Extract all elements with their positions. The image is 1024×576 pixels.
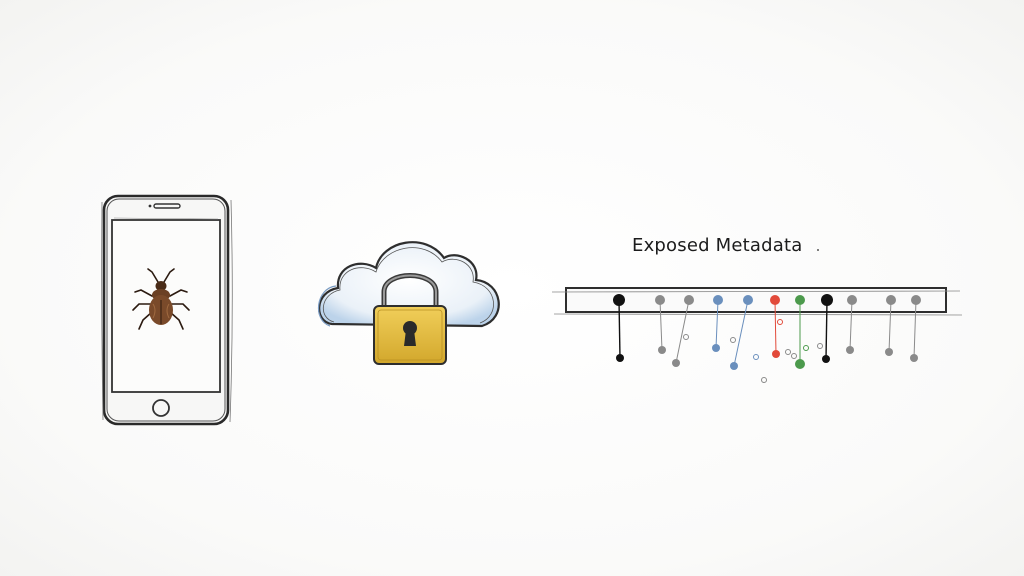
metadata-panel: Exposed Metadata [548, 230, 968, 390]
metadata-link [675, 299, 690, 364]
metadata-node [713, 295, 723, 305]
metadata-node [770, 295, 780, 305]
metadata-title: Exposed Metadata [632, 235, 803, 256]
metadata-node [655, 295, 665, 305]
metadata-leaf [772, 350, 780, 358]
phone-illustration [101, 194, 233, 426]
padlock-icon [373, 273, 447, 365]
metadata-link [849, 299, 853, 351]
metadata-leaf [730, 362, 738, 370]
metadata-fragment [803, 345, 809, 351]
metadata-link [913, 299, 917, 359]
metadata-node [613, 294, 625, 306]
metadata-link [825, 299, 828, 360]
metadata-fragment [817, 343, 823, 349]
metadata-fragment [753, 354, 759, 360]
metadata-node [795, 295, 805, 305]
metadata-leaf [616, 354, 624, 362]
metadata-leaf [672, 359, 680, 367]
metadata-node [911, 295, 921, 305]
metadata-node [743, 295, 753, 305]
metadata-link [888, 299, 892, 353]
metadata-leaf [846, 346, 854, 354]
metadata-link [733, 299, 749, 367]
metadata-leaf [795, 359, 805, 369]
cloud-icon [317, 241, 500, 328]
metadata-fragment [777, 319, 783, 325]
metadata-timeline [551, 249, 963, 383]
bug-icon [132, 268, 190, 330]
metadata-node [847, 295, 857, 305]
metadata-link [715, 299, 719, 349]
metadata-link [659, 299, 663, 351]
metadata-leaf [910, 354, 918, 362]
metadata-leaf [822, 355, 830, 363]
metadata-fragment [730, 337, 736, 343]
metadata-leaf [885, 348, 893, 356]
metadata-fragment [761, 377, 767, 383]
metadata-link [618, 299, 621, 359]
cloud-lock-illustration [317, 241, 500, 365]
metadata-fragment [785, 349, 791, 355]
metadata-link [774, 299, 777, 355]
metadata-leaf [712, 344, 720, 352]
metadata-node [821, 294, 833, 306]
metadata-node [684, 295, 694, 305]
metadata-node [886, 295, 896, 305]
metadata-fragment [683, 334, 689, 340]
metadata-fragment [791, 353, 797, 359]
metadata-leaf [658, 346, 666, 354]
